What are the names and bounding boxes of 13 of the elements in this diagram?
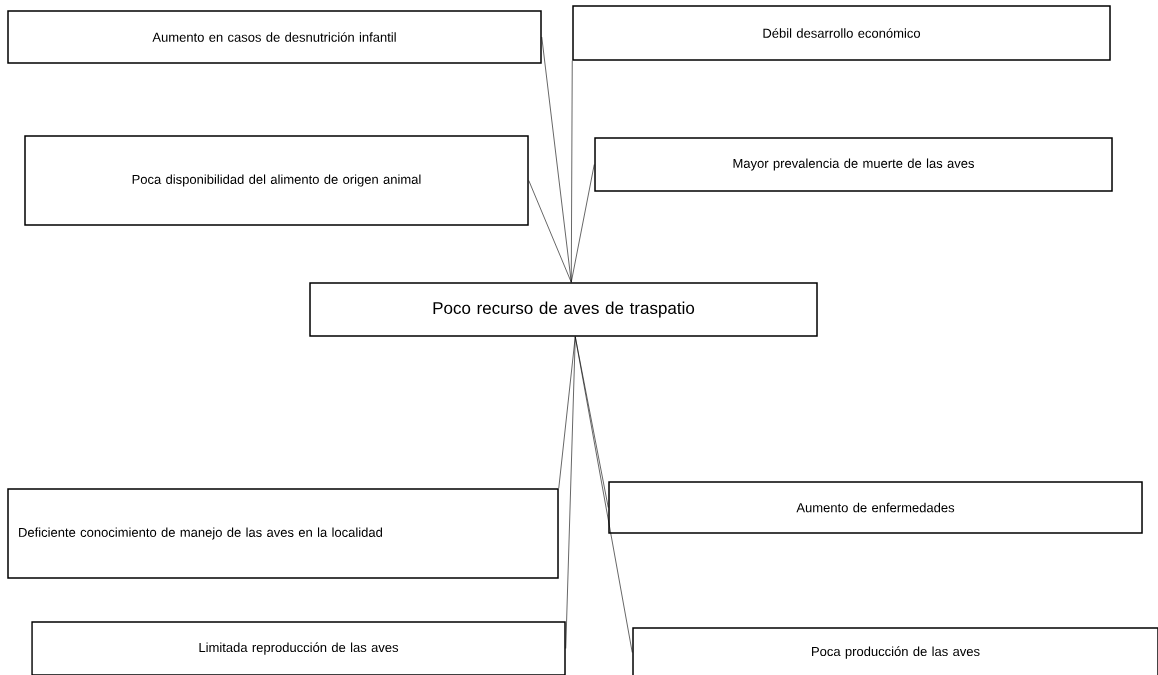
connector-line — [570, 164, 595, 283]
connector-line — [528, 180, 572, 283]
text-box: Limitada reproducción de las aves — [31, 621, 566, 675]
text-box: Deficiente conocimiento de manejo de las aves en la localidad — [7, 488, 559, 579]
text-box: Mayor prevalencia de muerte de las aves — [594, 137, 1113, 192]
text-box: Poca producción de las aves — [632, 627, 1158, 675]
text-box: Aumento de enfermedades — [608, 481, 1143, 534]
text-box: Débil desarrollo económico — [572, 5, 1111, 61]
text-box: Poca disponibilidad del alimento de origen animal — [24, 135, 529, 226]
text-box: Poco recurso de aves de traspatio — [309, 282, 818, 337]
connector-line — [558, 336, 576, 489]
connector-line — [574, 336, 633, 653]
text-box: Aumento en casos de desnutrición infantil — [7, 10, 542, 64]
